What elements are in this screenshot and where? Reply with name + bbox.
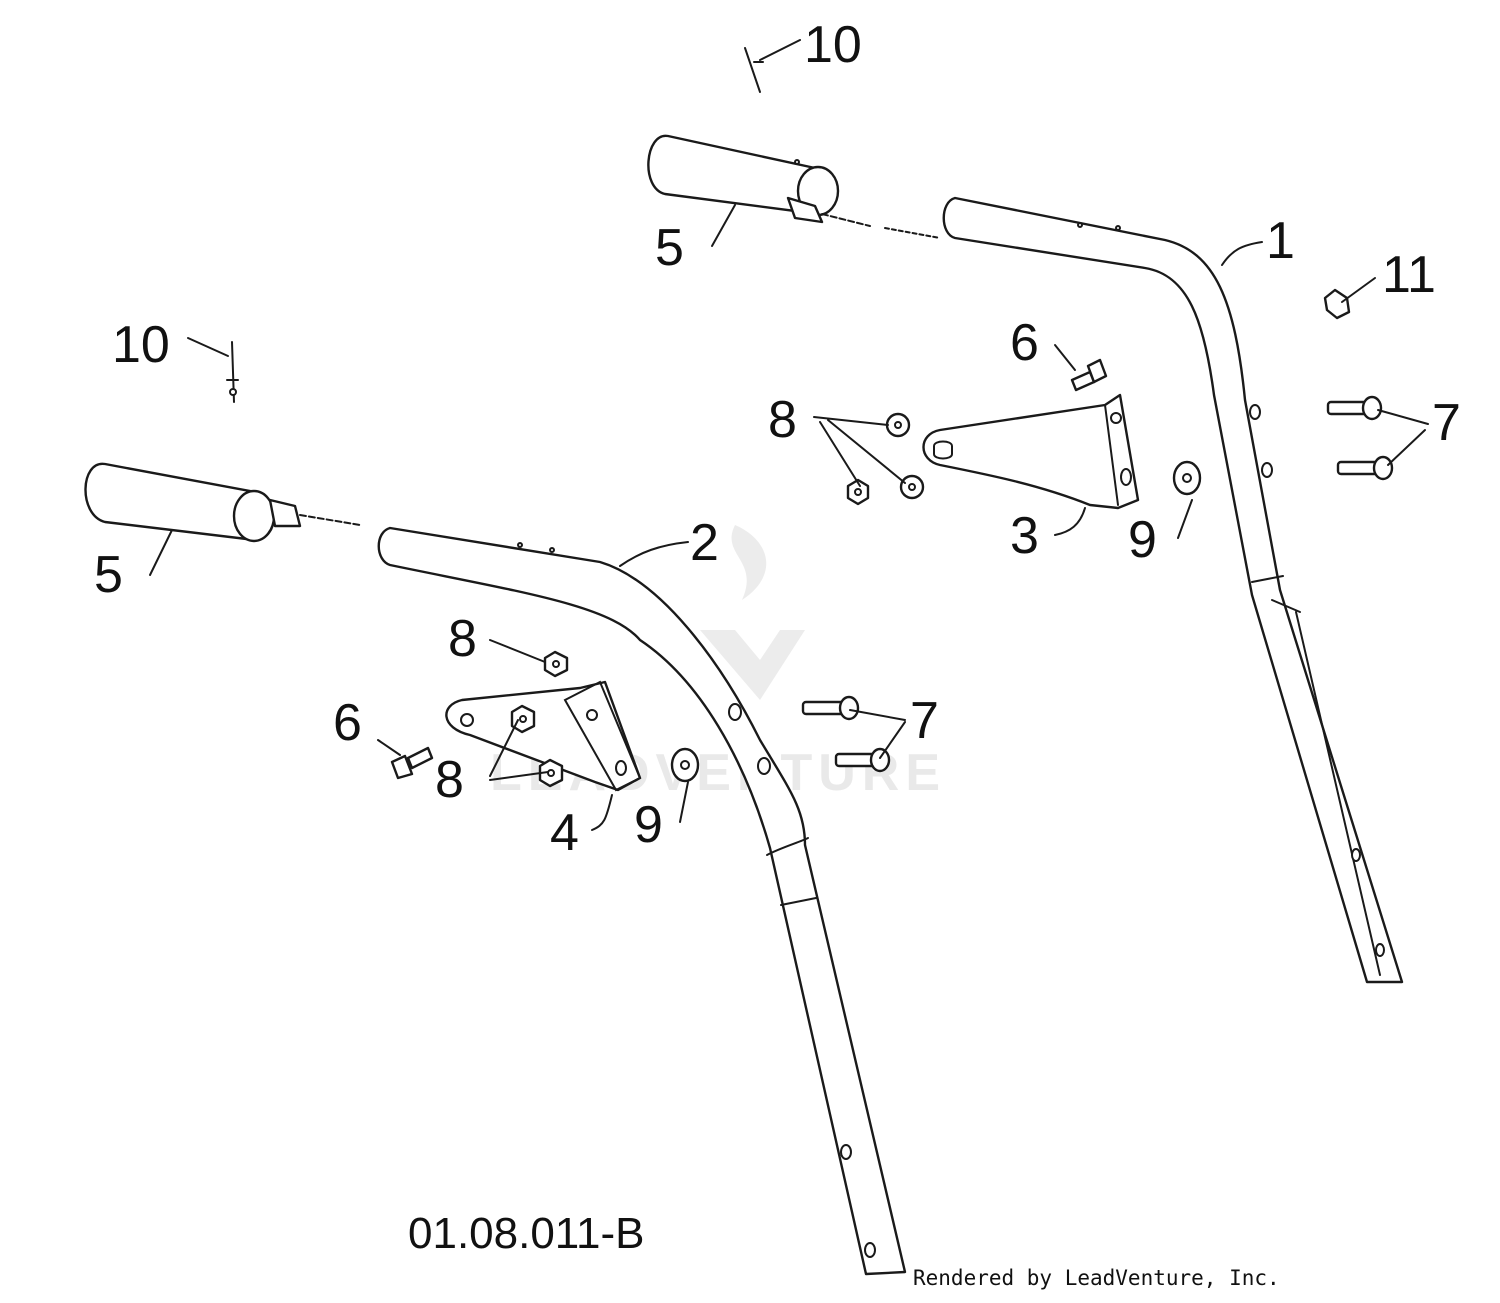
callout-6-lower: 6 xyxy=(333,694,362,752)
part-7-carriage-bolts-left xyxy=(801,695,891,773)
callout-8-lower-top: 8 xyxy=(448,610,477,668)
part-10-pin-upper xyxy=(744,47,764,93)
part-1-right-handle xyxy=(942,196,1404,984)
callout-5-upper: 5 xyxy=(655,219,684,277)
callout-6-upper: 6 xyxy=(1010,314,1039,372)
part-2-left-handle xyxy=(377,526,907,1276)
part-8-nuts-lower xyxy=(510,650,569,788)
callout-9-lower: 9 xyxy=(634,796,663,854)
callout-9-upper: 9 xyxy=(1128,511,1157,569)
callout-7-right: 7 xyxy=(1432,394,1461,452)
part-3-bracket xyxy=(922,393,1140,510)
callout-11: 11 xyxy=(1382,246,1436,304)
callout-8-upper: 8 xyxy=(768,391,797,449)
diagram-code: 01.08.011-B xyxy=(408,1209,644,1258)
part-6-bolt-upper xyxy=(1070,358,1108,392)
part-6-bolt-lower xyxy=(390,746,434,780)
part-5-upper-grip xyxy=(647,134,941,239)
part-7-carriage-bolts-right xyxy=(1326,395,1394,481)
part-8-nuts-upper xyxy=(846,412,925,506)
callout-7-left: 7 xyxy=(910,692,939,750)
callout-2: 2 xyxy=(690,514,719,572)
callout-1: 1 xyxy=(1266,212,1295,270)
callout-8-lower-bottom: 8 xyxy=(435,751,464,809)
render-credit: Rendered by LeadVenture, Inc. xyxy=(913,1266,1280,1290)
part-5-lower-grip xyxy=(84,462,361,543)
part-4-bracket xyxy=(445,680,642,792)
callout-3: 3 xyxy=(1010,507,1039,565)
callout-4: 4 xyxy=(550,804,579,862)
callout-10-upper: 10 xyxy=(804,16,862,74)
part-11-nut xyxy=(1323,288,1351,320)
callout-labels: 1 2 3 4 5 5 6 6 7 7 8 8 8 9 9 10 10 11 xyxy=(94,16,1461,862)
part-9-washer-lower xyxy=(670,747,700,783)
callout-5-lower: 5 xyxy=(94,546,123,604)
leader-lines xyxy=(149,39,1429,831)
part-9-washer-upper xyxy=(1172,460,1202,496)
callout-10-lower: 10 xyxy=(112,316,170,374)
part-10-pin-lower xyxy=(226,341,239,403)
